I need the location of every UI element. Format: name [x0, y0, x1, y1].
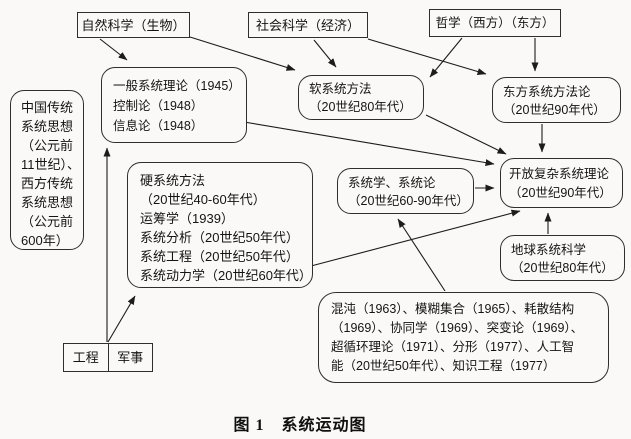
node-chinese-western-traditional-thought: 中国传统 系统思想 （公元前 11世纪）、 西方传统 系统思想 （公元前 600…: [10, 90, 84, 250]
node-engineering-cell: 工程: [64, 344, 108, 371]
node-engineering-label: 工程: [72, 350, 99, 365]
arrow-philosophy-to-soft-systems: [429, 37, 463, 78]
node-engineering-military: 工程 军事: [63, 343, 153, 372]
arrow-natural-science-to-general-systems: [99, 38, 128, 61]
arrow-hard-systems-to-open-complex: [310, 209, 521, 267]
node-philosophy: 哲学（西方）（东方）: [429, 9, 561, 37]
node-open-complex-systems-theory: 开放复杂系统理论 （20世纪90年代）: [500, 158, 623, 208]
node-hard-systems-method: 硬系统方法 （20世纪40-60年代） 运筹学（1939） 系统分析（20世纪5…: [127, 162, 313, 288]
figure-caption: 图 1 系统运动图: [233, 417, 367, 434]
node-soft-systems-method: 软系统方法 （20世纪80年代）: [298, 75, 424, 120]
node-eastern-systems-methodology: 东方系统方法论 （20世纪90年代）: [492, 77, 621, 123]
node-complexity-theories: 混沌（1963）、模糊集合（1965）、耗散结构 （1969）、协同学（1969…: [318, 292, 609, 383]
arrow-social-science-to-eastern-methodology: [367, 38, 487, 75]
node-natural-science-label: 自然科学（生物）: [81, 17, 186, 33]
node-general-systems-theory: 一般系统理论（1945） 控制论（1948） 信息论（1948）: [101, 67, 247, 143]
node-natural-science: 自然科学（生物）: [77, 12, 190, 38]
arrow-engineering-military-to-hard-systems: [107, 295, 136, 343]
arrow-complexity-theories-to-systemology: [397, 218, 446, 292]
node-military-label: 军事: [117, 350, 144, 365]
node-earth-systems-science: 地球系统科学 （20世纪80年代）: [500, 235, 625, 281]
node-systemology: 系统学、系统论 （20世纪60-90年代）: [337, 168, 474, 214]
arrow-general-systems-to-open-complex: [243, 121, 495, 167]
arrow-soft-systems-to-open-complex: [425, 114, 507, 155]
node-social-science-label: 社会科学（经济）: [255, 17, 360, 33]
node-philosophy-label: 哲学（西方）（东方）: [435, 15, 555, 30]
node-social-science: 社会科学（经济）: [248, 12, 368, 38]
node-military-cell: 军事: [107, 344, 153, 371]
arrow-social-science-to-soft-systems: [313, 39, 337, 68]
arrow-natural-science-to-soft-systems: [189, 36, 296, 71]
